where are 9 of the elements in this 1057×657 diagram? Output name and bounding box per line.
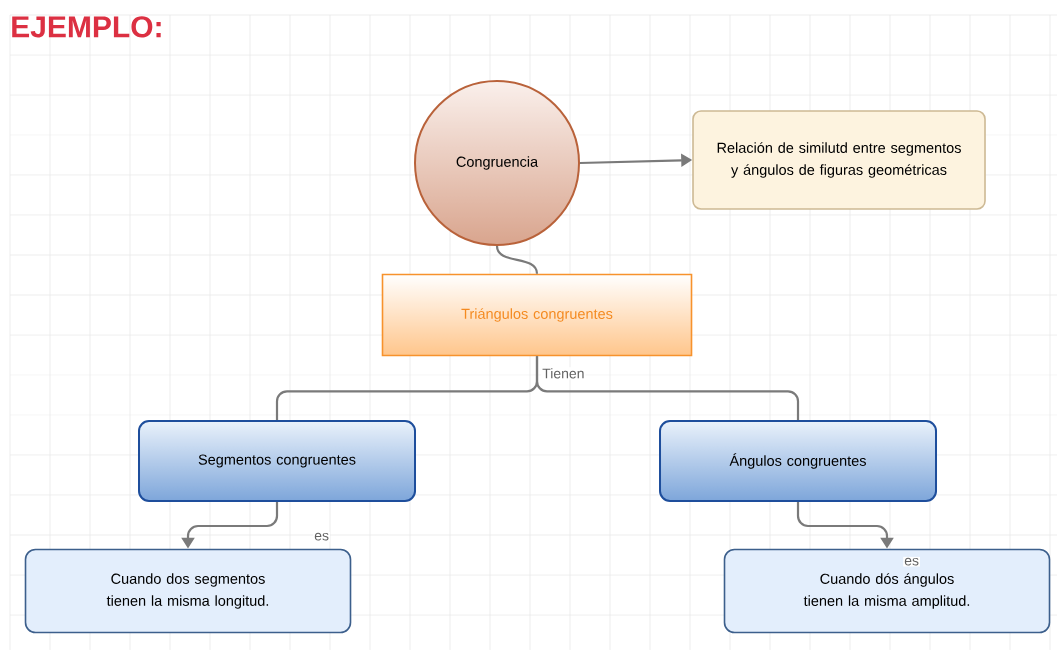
concept-box: Segmentos congruentes	[138, 420, 416, 502]
concept-box: Triángulos congruentes	[381, 273, 693, 357]
edge-label: es	[314, 532, 329, 541]
concept-box: Ángulos congruentes	[659, 420, 937, 502]
edge-label: es	[904, 557, 919, 566]
definition-box: Relación de similutd entre segmentos y ángulos de figuras geométricas	[692, 110, 986, 210]
heading: EJEMPLO:	[12, 16, 161, 38]
definition-box: Cuando dos segmentos tienen la misma longitud.	[24, 548, 352, 634]
edge-label: Tienen	[542, 368, 584, 379]
